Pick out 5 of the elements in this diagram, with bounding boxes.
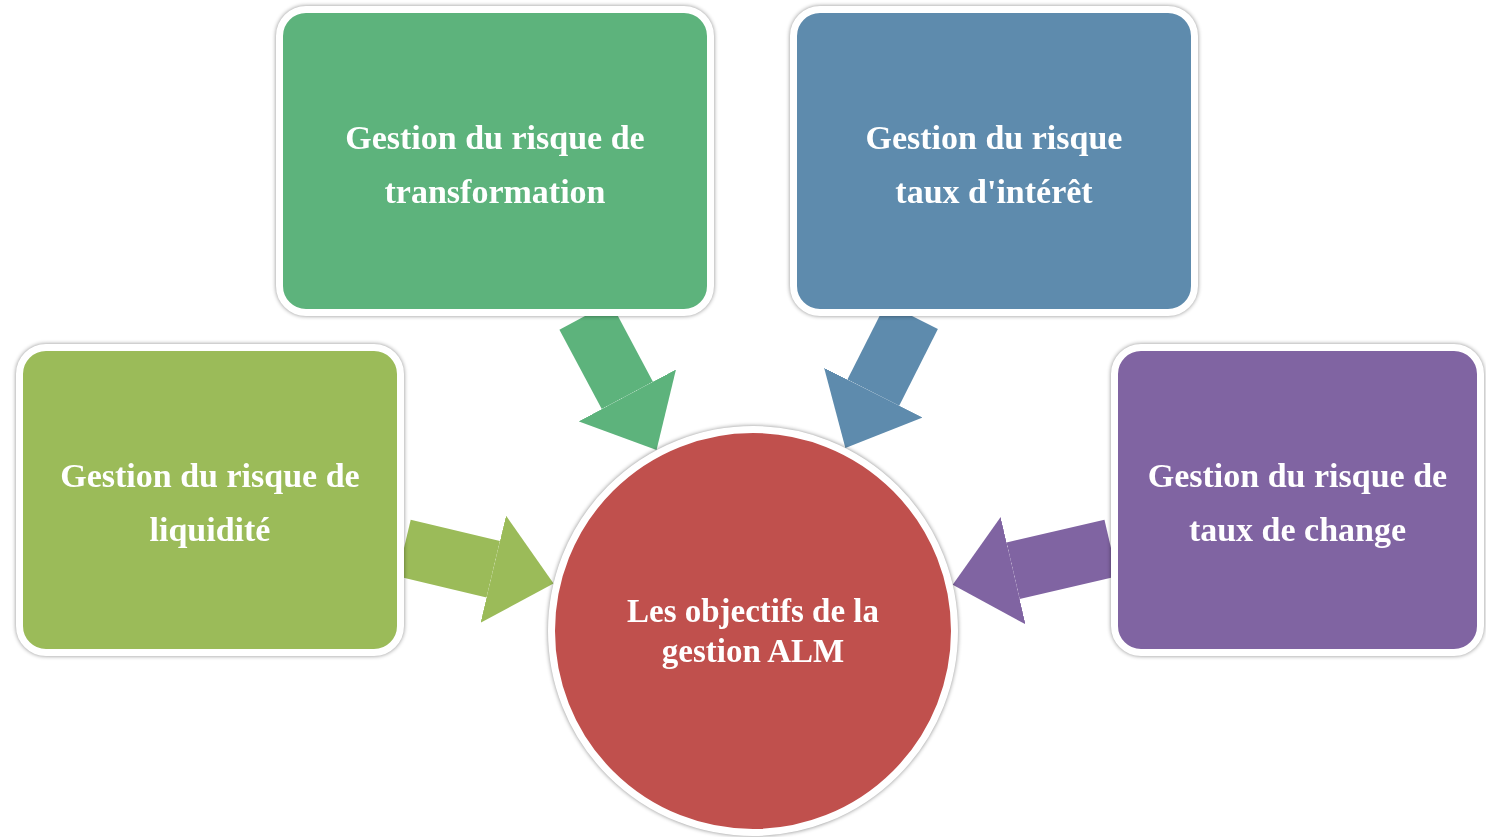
node-text: Les objectifs de la gestion ALM — [625, 592, 880, 671]
node-text: Gestion du risque de liquidité — [59, 456, 361, 550]
node-text: Gestion du risque de transformation — [344, 118, 646, 212]
node-text: Gestion du risque taux d'intérêt — [864, 118, 1124, 212]
node-text: Gestion du risque de taux de change — [1146, 456, 1449, 550]
